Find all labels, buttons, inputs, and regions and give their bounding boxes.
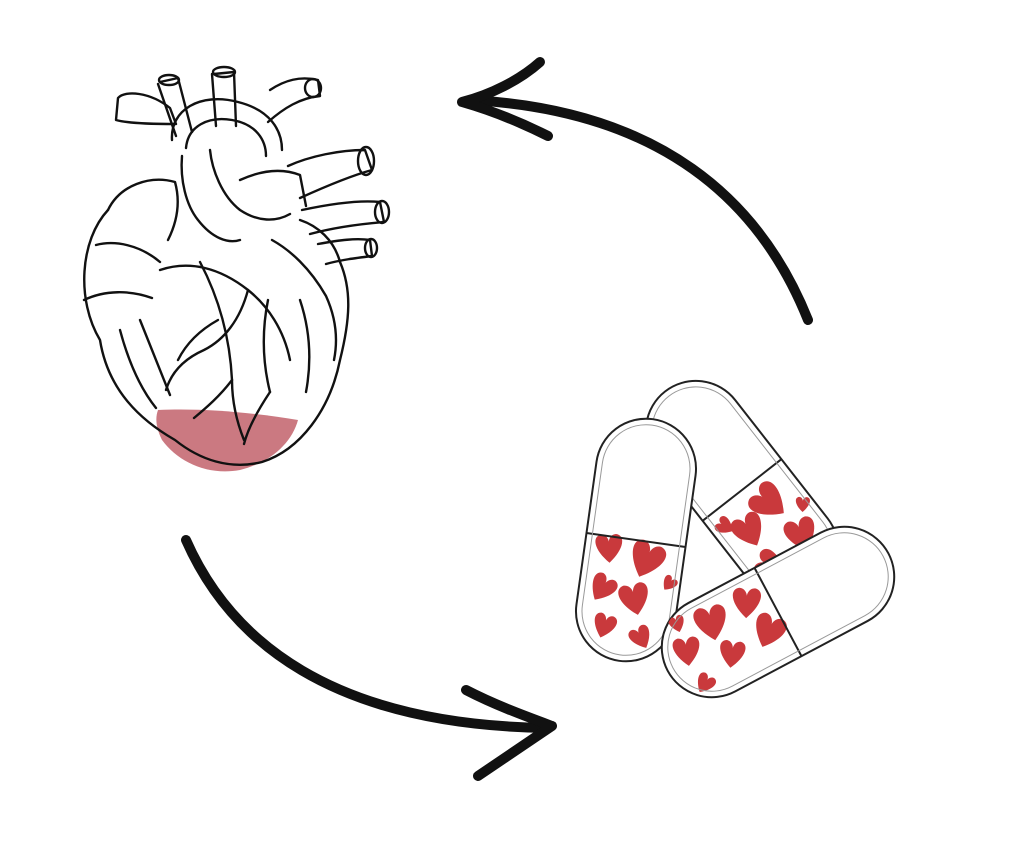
curved-arrow-icon [457, 57, 813, 325]
capsules-icon [574, 379, 896, 699]
curved-arrow-icon [181, 535, 557, 781]
heart-apex-highlight [156, 409, 298, 472]
capsule [660, 525, 896, 699]
anatomical-heart-icon [82, 65, 391, 472]
capsule [574, 417, 698, 663]
